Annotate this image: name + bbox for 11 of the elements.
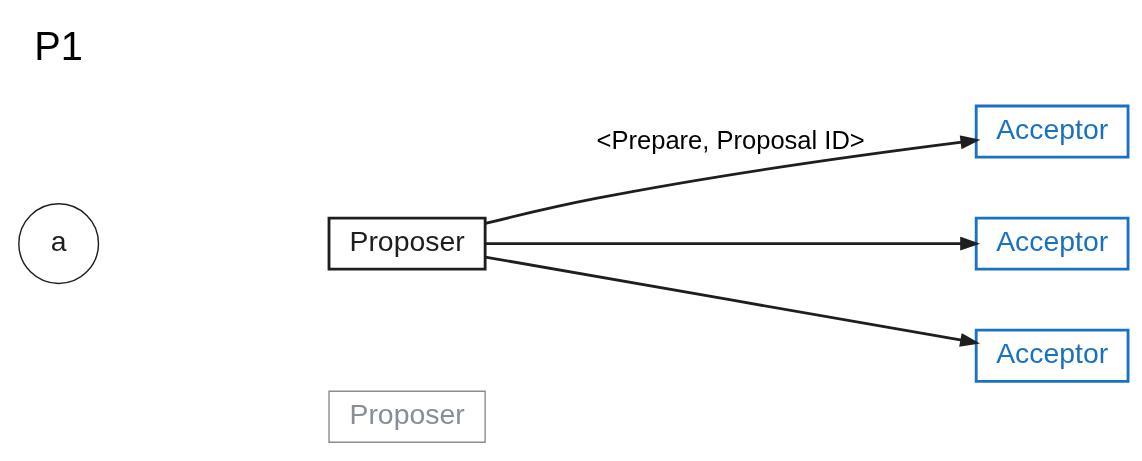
arrow: [485, 255, 980, 347]
arrow: [484, 135, 981, 225]
node-box: Acceptor: [974, 328, 1130, 383]
node-box: Proposer: [327, 216, 487, 271]
arrow: [485, 236, 981, 251]
node-label: P1: [34, 24, 83, 69]
node-box: Acceptor: [974, 104, 1130, 159]
node-box: Acceptor: [974, 216, 1130, 271]
node-box: Proposer: [328, 390, 486, 444]
edge-label: <Prepare, Proposal ID>: [596, 126, 865, 155]
node-circle: a: [18, 203, 100, 285]
